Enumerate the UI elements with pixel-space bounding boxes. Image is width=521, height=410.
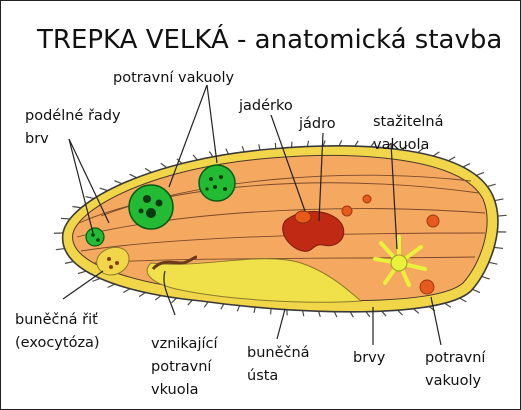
- cilium: [494, 247, 503, 248]
- label-cilia: brvy: [353, 347, 385, 370]
- label-contractile-vacuole: stažitelná vakuola: [373, 111, 443, 157]
- cilium: [463, 164, 470, 167]
- cilium: [78, 271, 86, 273]
- cilium: [495, 199, 504, 201]
- label-anal-pore: buněčná řiť (exocytóza): [15, 309, 100, 355]
- cilium: [476, 172, 484, 175]
- food-vacuole-green-1: [129, 185, 173, 229]
- micronucleus-shape: [295, 211, 311, 223]
- cilium: [72, 206, 81, 207]
- macronucleus-shape: [283, 211, 344, 251]
- food-vacuole-green-2: [199, 165, 235, 201]
- cilium: [221, 304, 224, 309]
- cilium: [56, 249, 65, 250]
- cilium: [448, 157, 455, 161]
- cilium: [100, 188, 108, 191]
- cilium: [291, 142, 292, 148]
- cilium: [61, 218, 70, 219]
- page-title: TREPKA VELKÁ - anatomická stavba: [37, 25, 502, 55]
- cilium: [487, 184, 495, 186]
- label-micronucleus: jadérko: [239, 95, 293, 118]
- label-oral-groove: buněčná ústa: [247, 342, 310, 388]
- cilium: [482, 276, 490, 279]
- food-vacuole-green-3: [86, 228, 104, 246]
- cilium: [92, 278, 100, 281]
- label-cilia-rows: podélné řady brv: [25, 105, 121, 151]
- label-food-vacuoles-top: potravní vakuoly: [113, 67, 234, 90]
- cilium: [460, 298, 467, 302]
- label-forming-vacuole: vznikající potravní vkuola: [151, 333, 218, 402]
- cilium: [114, 181, 122, 184]
- cilium: [242, 146, 244, 152]
- label-macronucleus: jádro: [299, 113, 336, 136]
- cilium: [86, 197, 94, 199]
- cilium: [130, 174, 137, 178]
- cilium: [108, 284, 115, 287]
- cilium: [489, 262, 497, 264]
- cilium: [204, 302, 208, 307]
- cilium: [473, 289, 480, 292]
- cilium: [498, 215, 507, 216]
- cilium: [65, 262, 74, 264]
- cilium: [259, 144, 260, 150]
- cilium: [188, 300, 192, 305]
- label-food-vacuoles-bottom: potravní vakuoly: [425, 347, 485, 393]
